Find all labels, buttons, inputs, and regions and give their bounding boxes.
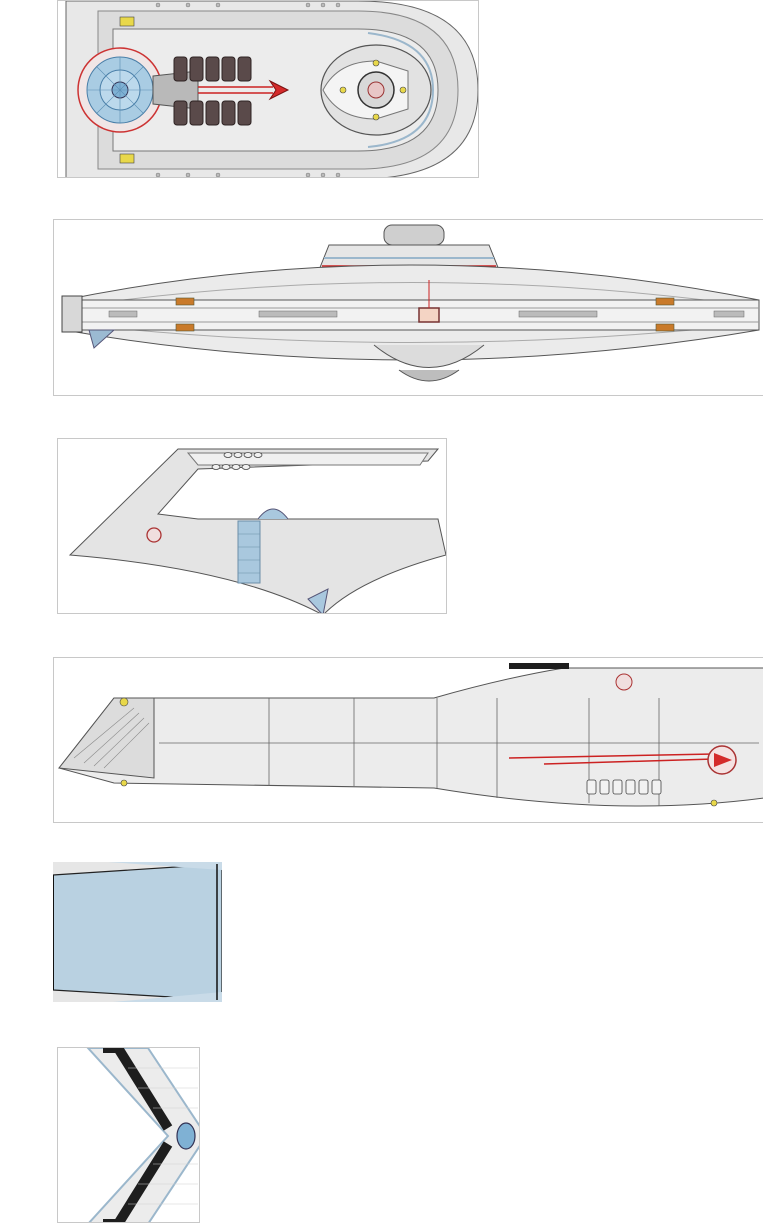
- partial-side-view-panel: [57, 438, 447, 614]
- partial-side-view-drawing: [68, 448, 446, 613]
- starfleet-delta-icon: [268, 79, 290, 101]
- front-view-drawing: [61, 224, 760, 382]
- side-view-panel: [53, 657, 763, 823]
- side-view-drawing: [58, 663, 763, 807]
- marker-light-icon: [119, 16, 135, 27]
- front-view-panel: [53, 219, 763, 396]
- deflector-detail-panel: [53, 860, 222, 1004]
- bow-detail-drawing: [86, 1048, 199, 1222]
- starfleet-delta-icon: [146, 527, 162, 543]
- cargo-bay-panels: [173, 56, 252, 126]
- top-view-panel: [57, 0, 479, 178]
- window-row-icon: [108, 310, 745, 318]
- deflector-detail-drawing: [53, 862, 222, 1002]
- top-view-drawing: [65, 1, 478, 177]
- window-row-icon: [586, 779, 662, 795]
- bow-detail-panel: [57, 1047, 200, 1223]
- deflector-dish-icon: [176, 1122, 196, 1150]
